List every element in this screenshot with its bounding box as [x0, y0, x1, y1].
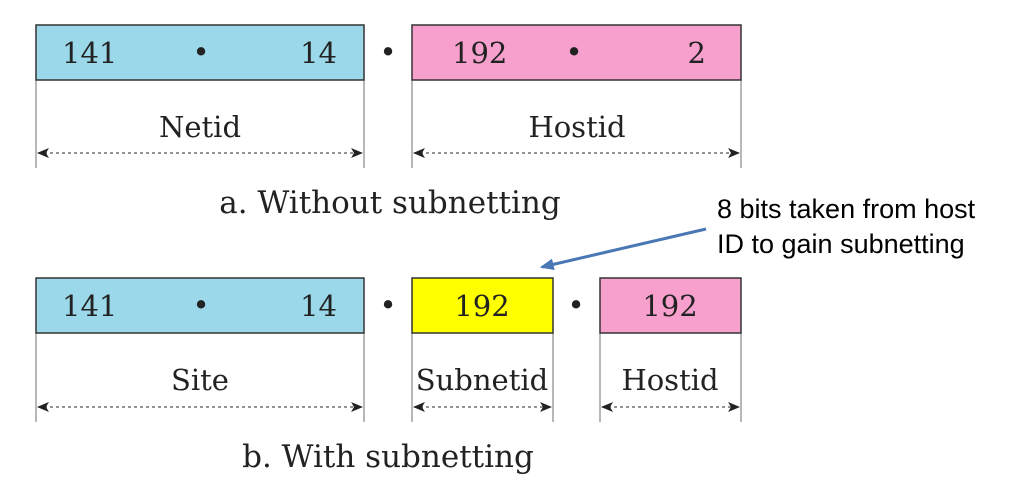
subnetid-octet-3: 192: [454, 289, 509, 323]
hostid-box: [599, 277, 742, 334]
netid-octet-dot: •: [192, 35, 209, 69]
site-box: [35, 277, 365, 334]
site-octet-dot: •: [192, 288, 209, 322]
callout: 8 bits taken from host ID to gain subnet…: [539, 194, 976, 271]
subnetid-box: [411, 277, 554, 334]
with-subnetting-section: 141 • 14 • 192 • 192 Site Subnetid Hosti…: [35, 277, 742, 475]
hostid-label: Hostid: [528, 110, 625, 144]
hostid-octet-4: 192: [642, 289, 697, 323]
octet-separator: •: [379, 35, 396, 69]
hostid-box: [411, 24, 742, 81]
netid-label: Netid: [159, 110, 241, 144]
callout-line-2: ID to gain subnetting: [717, 229, 965, 259]
site-octet-1: 141: [62, 289, 117, 323]
without-subnetting-section: 141 • 14 • 192 • 2 Netid Hostid a. Witho…: [35, 24, 742, 221]
site-label: Site: [171, 363, 229, 397]
callout-line-1: 8 bits taken from host: [717, 194, 976, 224]
netid-octet-1: 141: [62, 36, 117, 70]
hostid-octet-4: 2: [688, 36, 706, 70]
octet-separator: •: [567, 288, 584, 322]
octet-separator: •: [379, 288, 396, 322]
hostid-octet-dot: •: [565, 35, 582, 69]
callout-arrow-icon: [539, 227, 707, 271]
subnetid-label: Subnetid: [416, 363, 548, 397]
hostid-label: Hostid: [621, 363, 718, 397]
site-octet-2: 14: [300, 289, 337, 323]
netid-box: [35, 24, 365, 81]
hostid-octet-3: 192: [452, 36, 507, 70]
netid-octet-2: 14: [300, 36, 337, 70]
caption-with-subnetting: b. With subnetting: [242, 439, 534, 475]
caption-without-subnetting: a. Without subnetting: [219, 185, 560, 221]
